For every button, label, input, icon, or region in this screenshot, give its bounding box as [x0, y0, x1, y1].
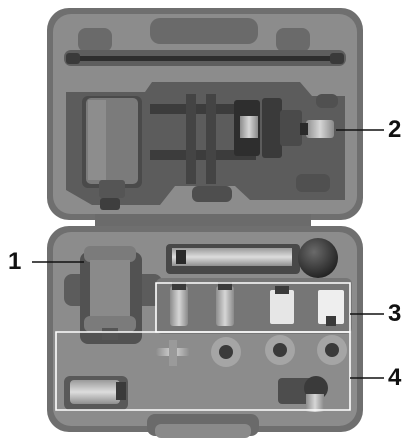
- case-lid: [47, 8, 363, 220]
- spool-tool-1: [64, 246, 162, 344]
- adapter-rings-4: [211, 335, 347, 367]
- callout-label-3: 3: [388, 300, 402, 327]
- callout-leaders: [32, 129, 384, 379]
- bolt-parts: [170, 282, 344, 326]
- callout-label-1: 1: [8, 248, 22, 275]
- slide-hammer: [166, 238, 338, 278]
- case-tray: [47, 226, 363, 438]
- adapter-sleeve-2: [300, 120, 334, 138]
- t-pin: [156, 340, 190, 366]
- cylinder-puller-body: [82, 96, 142, 198]
- callout-label-4: 4: [388, 364, 402, 391]
- callout-label-2: 2: [388, 116, 402, 143]
- puller-frame: [150, 94, 302, 184]
